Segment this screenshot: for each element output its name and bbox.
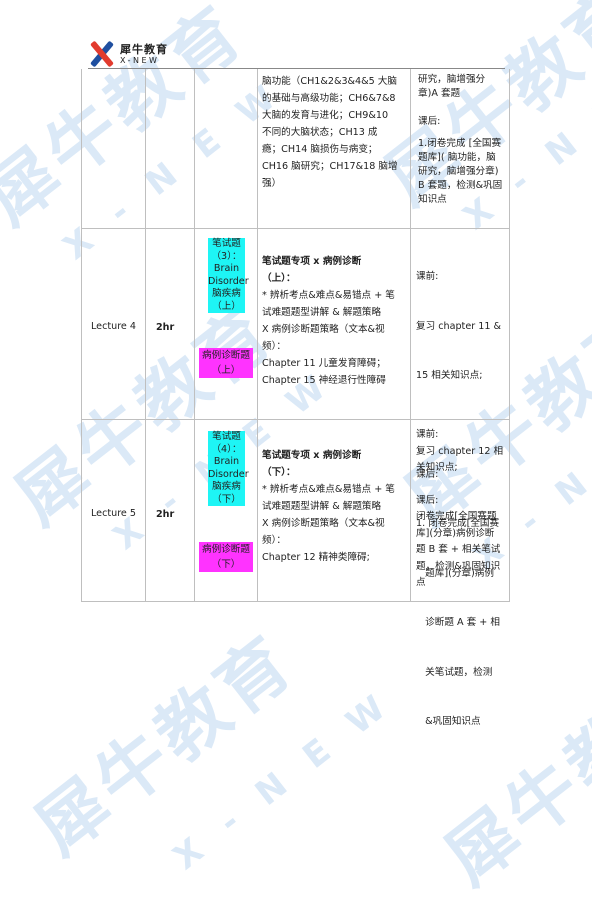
content-line: * 辨析考点&难点&易错点 + 笔 <box>262 484 395 495</box>
duration-label: 2hr <box>156 509 175 520</box>
content-line: Chapter 15 神经退行性障碍 <box>262 375 386 386</box>
notes-cell: 研究，脑增强分 章)A 套题 课后: 1.闭卷完成 [全国赛 题库]( 脑功能，… <box>418 73 508 207</box>
notes-line: 关笔试题，检测 <box>416 666 493 678</box>
content-line: 脑功能（CH1&2&3&4&5 大脑 <box>262 76 397 87</box>
notes-line: 复习 chapter 12 相 <box>416 445 504 457</box>
table-border <box>509 69 510 602</box>
content-line: 不同的大脑状态；CH13 成 <box>262 127 378 138</box>
notes-line: 知识点 <box>418 194 447 205</box>
notes-line: 题库]( 脑功能，脑 <box>418 152 496 163</box>
lecture-label: Lecture 4 <box>91 321 136 332</box>
brand-name-en: X-NEW <box>120 55 160 65</box>
content-title: 笔试题专项 x 病例诊断 <box>262 450 362 461</box>
content-line: 强） <box>262 178 282 189</box>
table-border <box>145 69 146 602</box>
duration-label: 2hr <box>156 322 175 333</box>
topic-line: Disorder <box>208 468 249 480</box>
content-title: 笔试题专项 x 病例诊断 <box>262 256 362 267</box>
notes-line: 研究，脑增强分章) <box>418 166 499 177</box>
notes-line: B 套题，检测&巩固 <box>418 180 503 191</box>
content-line: 频）： <box>262 535 286 546</box>
notes-cell: 课前: 复习 chapter 11 & 15 相关知识点; 课后: 1. 闭卷完… <box>416 236 508 747</box>
table-border <box>81 69 82 602</box>
notes-line: 章)A 套题 <box>418 88 461 99</box>
table-border <box>410 69 411 602</box>
brand-logo: 犀牛教育 X-NEW <box>88 40 168 68</box>
notes-line: 1.闭卷完成 [全国赛 <box>418 138 502 149</box>
topic-line: 笔试题 <box>212 431 241 442</box>
notes-line: 诊断题 A 套 + 相 <box>416 617 500 628</box>
notes-line: 课后: <box>416 494 439 506</box>
content-line: 频）： <box>262 341 286 352</box>
topic-line: Brain <box>213 263 240 274</box>
notes-line: 点 <box>416 577 426 588</box>
topic-case-badge: 病例诊断题 （上） <box>199 348 253 378</box>
table-border <box>81 228 510 229</box>
table-border <box>257 69 258 602</box>
content-title: （上）： <box>262 273 296 284</box>
notes-line: 研究，脑增强分 <box>418 74 486 85</box>
content-line: Chapter 12 精神类障碍; <box>262 552 370 563</box>
topic-line: （3）： <box>211 250 242 262</box>
brand-name-cn: 犀牛教育 <box>120 42 168 56</box>
notes-line: 题 B 套 + 相关笔试 <box>416 544 501 555</box>
notes-line: 闭卷完成[全国赛题 <box>416 511 497 522</box>
lecture-label: Lecture 5 <box>91 508 136 519</box>
notes-line: 1. 闭卷完成[全国赛 <box>416 518 500 529</box>
notes-line: 复习 chapter 11 & <box>416 320 501 332</box>
content-cell: 笔试题专项 x 病例诊断 （下）： * 辨析考点&难点&易错点 + 笔 试难题题… <box>262 447 408 566</box>
content-line: 的基础与高级功能；CH6&7&8 <box>262 93 396 104</box>
content-line: 大脑的发育与进化；CH9&10 <box>262 110 389 121</box>
notes-line: 题，检测&巩固知识 <box>416 560 501 572</box>
schedule-table <box>81 69 510 602</box>
notes-line: 题库](分章)病例 <box>416 567 494 579</box>
content-line: CH16 脑研究；CH17&18 脑增 <box>262 161 398 172</box>
topic-line: 病例诊断题 <box>202 350 250 361</box>
notes-line: 课前: <box>416 429 439 440</box>
topic-written-badge: 笔试题 （4）： Brain Disorder 脑疾病 （下） <box>208 431 249 506</box>
topic-line: 脑疾病 <box>212 481 241 492</box>
topic-line: Disorder <box>208 275 249 287</box>
content-line: 试难题题型讲解 & 解题策略 <box>262 307 382 318</box>
topic-line: （上） <box>211 365 241 376</box>
topic-line: （下） <box>212 493 241 505</box>
notes-line: 课后: <box>416 468 439 480</box>
content-line: X 病例诊断题策略（文本&视 <box>262 324 385 335</box>
header-divider <box>88 68 505 69</box>
topic-line: Brain <box>213 456 240 467</box>
content-line: * 辨析考点&难点&易错点 + 笔 <box>262 290 395 301</box>
topic-written-badge: 笔试题 （3）： Brain Disorder 脑疾病 （上） <box>208 238 249 313</box>
notes-line: 关知识点; <box>416 462 458 473</box>
notes-line: 库](分章)病例诊断 <box>416 527 495 539</box>
notes-line: &巩固知识点 <box>416 716 481 727</box>
notes-cell: 课前: 复习 chapter 12 相 关知识点; 课后: 闭卷完成[全国赛题 … <box>416 427 508 592</box>
topic-line: （下） <box>211 559 241 570</box>
notes-line: 课后: <box>418 116 441 127</box>
content-line: 瘾；CH14 脑损伤与病变； <box>262 144 378 155</box>
topic-line: 病例诊断题 <box>202 544 250 555</box>
topic-case-badge: 病例诊断题 （下） <box>199 542 253 572</box>
content-title: （下）： <box>262 467 296 478</box>
notes-line: 课前: <box>416 271 439 282</box>
table-border <box>81 601 510 602</box>
topic-line: 笔试题 <box>212 238 241 249</box>
topic-line: 脑疾病 <box>212 288 241 299</box>
table-border <box>81 419 510 420</box>
table-border <box>194 69 195 602</box>
content-cell: 脑功能（CH1&2&3&4&5 大脑 的基础与高级功能；CH6&7&8 大脑的发… <box>262 73 408 192</box>
content-cell: 笔试题专项 x 病例诊断 （上）： * 辨析考点&难点&易错点 + 笔 试难题题… <box>262 253 408 389</box>
content-line: 试难题题型讲解 & 解题策略 <box>262 501 382 512</box>
notes-line: 15 相关知识点; <box>416 370 483 381</box>
content-line: Chapter 11 儿童发育障碍； <box>262 358 386 369</box>
topic-line: （4）： <box>211 443 242 455</box>
content-line: X 病例诊断题策略（文本&视 <box>262 518 385 529</box>
topic-line: （上） <box>212 300 241 312</box>
